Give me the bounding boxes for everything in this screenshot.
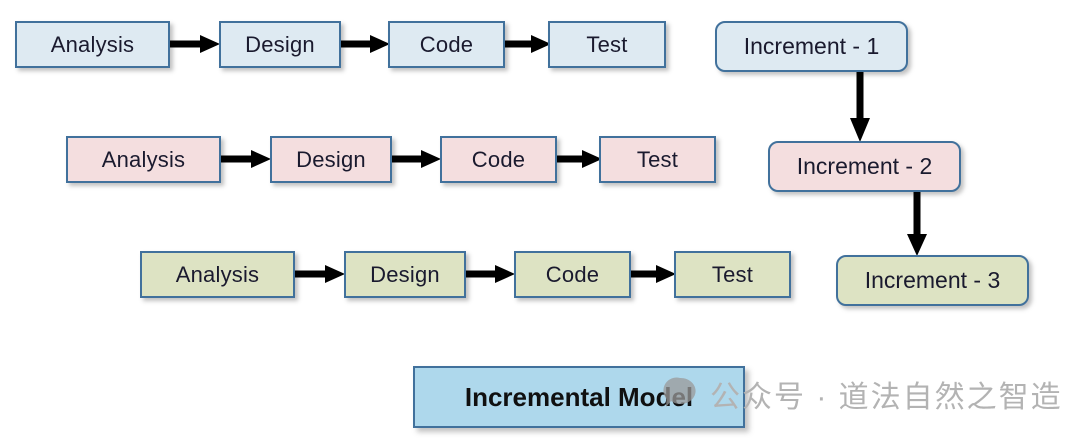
- increment-arrow-2-to-3: [907, 192, 927, 256]
- row1-phase-analysis[interactable]: Analysis: [15, 21, 170, 68]
- row1-arrow-design-to-code: [341, 35, 390, 53]
- row2-phase-design[interactable]: Design: [270, 136, 392, 183]
- watermark-text: 公众号 · 道法自然之智造: [710, 381, 1063, 414]
- increment-box-1[interactable]: Increment - 1: [715, 21, 908, 72]
- row2-arrow-code-to-test: [557, 150, 602, 168]
- row1-phase-test[interactable]: Test: [548, 21, 666, 68]
- phase-label: Design: [245, 31, 315, 57]
- increment-label: Increment - 1: [743, 33, 880, 59]
- row3-phase-design[interactable]: Design: [344, 251, 466, 298]
- row2-arrow-analysis-to-design: [221, 150, 271, 168]
- phase-label: Analysis: [50, 31, 135, 57]
- row3-arrow-analysis-to-design: [295, 265, 345, 283]
- increment-label: Increment - 2: [796, 153, 933, 179]
- row3-arrow-design-to-code: [466, 265, 515, 283]
- phase-label: Test: [586, 31, 628, 57]
- row1-arrow-code-to-test: [505, 35, 551, 53]
- phase-label: Analysis: [175, 261, 260, 287]
- phase-label: Code: [471, 146, 526, 172]
- row2-phase-analysis[interactable]: Analysis: [66, 136, 221, 183]
- phase-label: Design: [296, 146, 366, 172]
- row2-phase-code[interactable]: Code: [440, 136, 557, 183]
- phase-label: Analysis: [101, 146, 186, 172]
- row2-phase-test[interactable]: Test: [599, 136, 716, 183]
- phase-label: Design: [370, 261, 440, 287]
- row1-phase-design[interactable]: Design: [219, 21, 341, 68]
- increment-box-3[interactable]: Increment - 3: [836, 255, 1029, 306]
- page-title: Incremental Model: [464, 381, 694, 412]
- row1-arrow-analysis-to-design: [170, 35, 220, 53]
- row1-phase-code[interactable]: Code: [388, 21, 505, 68]
- row3-arrow-code-to-test: [631, 265, 676, 283]
- phase-label: Test: [711, 261, 754, 287]
- row3-phase-analysis[interactable]: Analysis: [140, 251, 295, 298]
- row3-phase-test[interactable]: Test: [674, 251, 791, 298]
- phase-label: Test: [636, 146, 679, 172]
- row3-phase-code[interactable]: Code: [514, 251, 631, 298]
- row2-arrow-design-to-code: [392, 150, 441, 168]
- increment-label: Increment - 3: [864, 267, 1001, 293]
- increment-box-2[interactable]: Increment - 2: [768, 141, 961, 192]
- diagram-title-box: Incremental Model: [413, 366, 745, 428]
- phase-label: Code: [419, 31, 474, 57]
- phase-label: Code: [545, 261, 600, 287]
- increment-arrow-1-to-2: [850, 72, 870, 142]
